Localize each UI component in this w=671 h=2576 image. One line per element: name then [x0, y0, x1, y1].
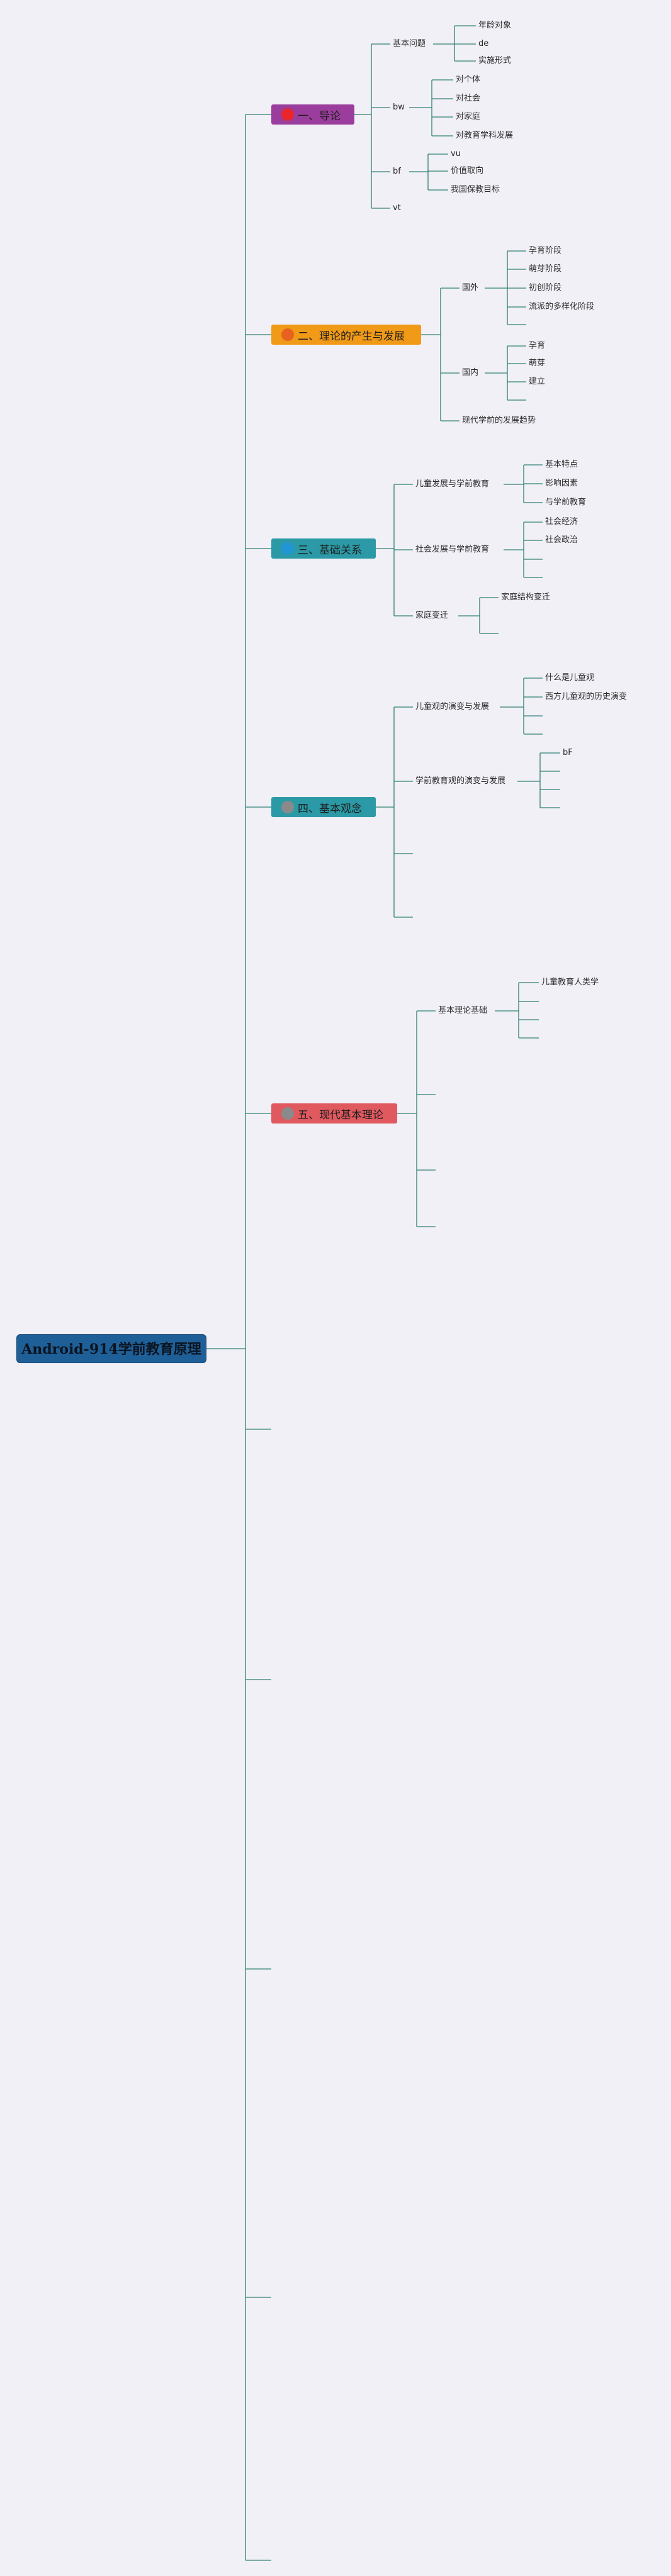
section-label: 五、现代基本理论	[298, 1108, 383, 1122]
leaf-label[interactable]: de	[478, 39, 489, 48]
leaf-label[interactable]: 萌芽阶段	[529, 264, 562, 274]
leaf-label[interactable]: 影响因素	[545, 479, 578, 488]
leaf-label[interactable]: 对个体	[456, 75, 481, 84]
branch-label[interactable]: vt	[393, 203, 401, 213]
leaf-label[interactable]: 价值取向	[451, 166, 484, 176]
leaf-label[interactable]: 孕育	[529, 341, 546, 350]
section-label: 四、基本观念	[298, 802, 362, 815]
leaf-label[interactable]: 我国保教目标	[451, 185, 500, 194]
branch-label[interactable]: 现代学前的发展趋势	[462, 416, 536, 425]
leaf-label[interactable]: 什么是儿童观	[545, 673, 595, 683]
section-marker-icon	[281, 1107, 294, 1120]
leaf-label[interactable]: 基本特点	[545, 460, 578, 469]
leaf-label[interactable]: 社会政治	[545, 535, 578, 545]
leaf-label[interactable]: 对社会	[456, 94, 481, 103]
branch-label[interactable]: 基本问题	[393, 39, 426, 48]
branch-label[interactable]: 儿童观的演变与发展	[415, 702, 490, 711]
leaf-label[interactable]: 儿童教育人类学	[541, 978, 599, 987]
leaf-label[interactable]: 社会经济	[545, 517, 578, 527]
section-node-basic-relations[interactable]: 三、基础关系	[271, 538, 376, 559]
leaf-label[interactable]: 建立	[529, 377, 546, 386]
section-marker-icon	[281, 542, 294, 555]
leaf-label[interactable]: 对教育学科发展	[456, 131, 514, 140]
section-node-basic-concepts[interactable]: 四、基本观念	[271, 797, 376, 817]
leaf-label[interactable]: 西方儿童观的历史演变	[545, 692, 628, 701]
leaf-label[interactable]: 与学前教育	[545, 498, 587, 507]
leaf-label[interactable]: 家庭结构变迁	[501, 593, 551, 602]
leaf-label[interactable]: 流派的多样化阶段	[529, 302, 595, 311]
leaf-label[interactable]: bF	[563, 748, 573, 757]
leaf-label[interactable]: 实施形式	[478, 56, 512, 65]
leaf-label[interactable]: 萌芽	[529, 359, 546, 368]
branch-label[interactable]: 儿童发展与学前教育	[415, 479, 490, 489]
leaf-label[interactable]: 年龄对象	[478, 21, 512, 30]
branch-label[interactable]: 国内	[462, 368, 479, 377]
section-node-modern-theory[interactable]: 五、现代基本理论	[271, 1103, 397, 1124]
leaf-label[interactable]: 初创阶段	[529, 283, 562, 293]
leaf-label[interactable]: 对家庭	[456, 112, 481, 121]
leaf-label[interactable]: vu	[451, 149, 461, 159]
section-marker-icon	[281, 108, 294, 121]
branch-label[interactable]: 社会发展与学前教育	[415, 545, 490, 554]
section-label: 三、基础关系	[298, 544, 362, 557]
leaf-label[interactable]: 孕育阶段	[529, 246, 562, 255]
branch-label[interactable]: bf	[393, 167, 401, 176]
branch-label[interactable]: 国外	[462, 283, 479, 293]
branch-label[interactable]: 学前教育观的演变与发展	[415, 776, 506, 786]
section-marker-icon	[281, 801, 294, 813]
branch-label[interactable]: 基本理论基础	[438, 1006, 488, 1015]
section-node-theory-history[interactable]: 二、理论的产生与发展	[271, 325, 421, 345]
section-label: 二、理论的产生与发展	[298, 330, 405, 343]
section-node-intro[interactable]: 一、导论	[271, 104, 354, 125]
section-label: 一、导论	[298, 109, 341, 123]
section-marker-icon	[281, 328, 294, 341]
root-node[interactable]: Android-914学前教育原理	[16, 1334, 206, 1363]
branch-label[interactable]: 家庭变迁	[415, 611, 449, 620]
branch-label[interactable]: bw	[393, 103, 405, 112]
